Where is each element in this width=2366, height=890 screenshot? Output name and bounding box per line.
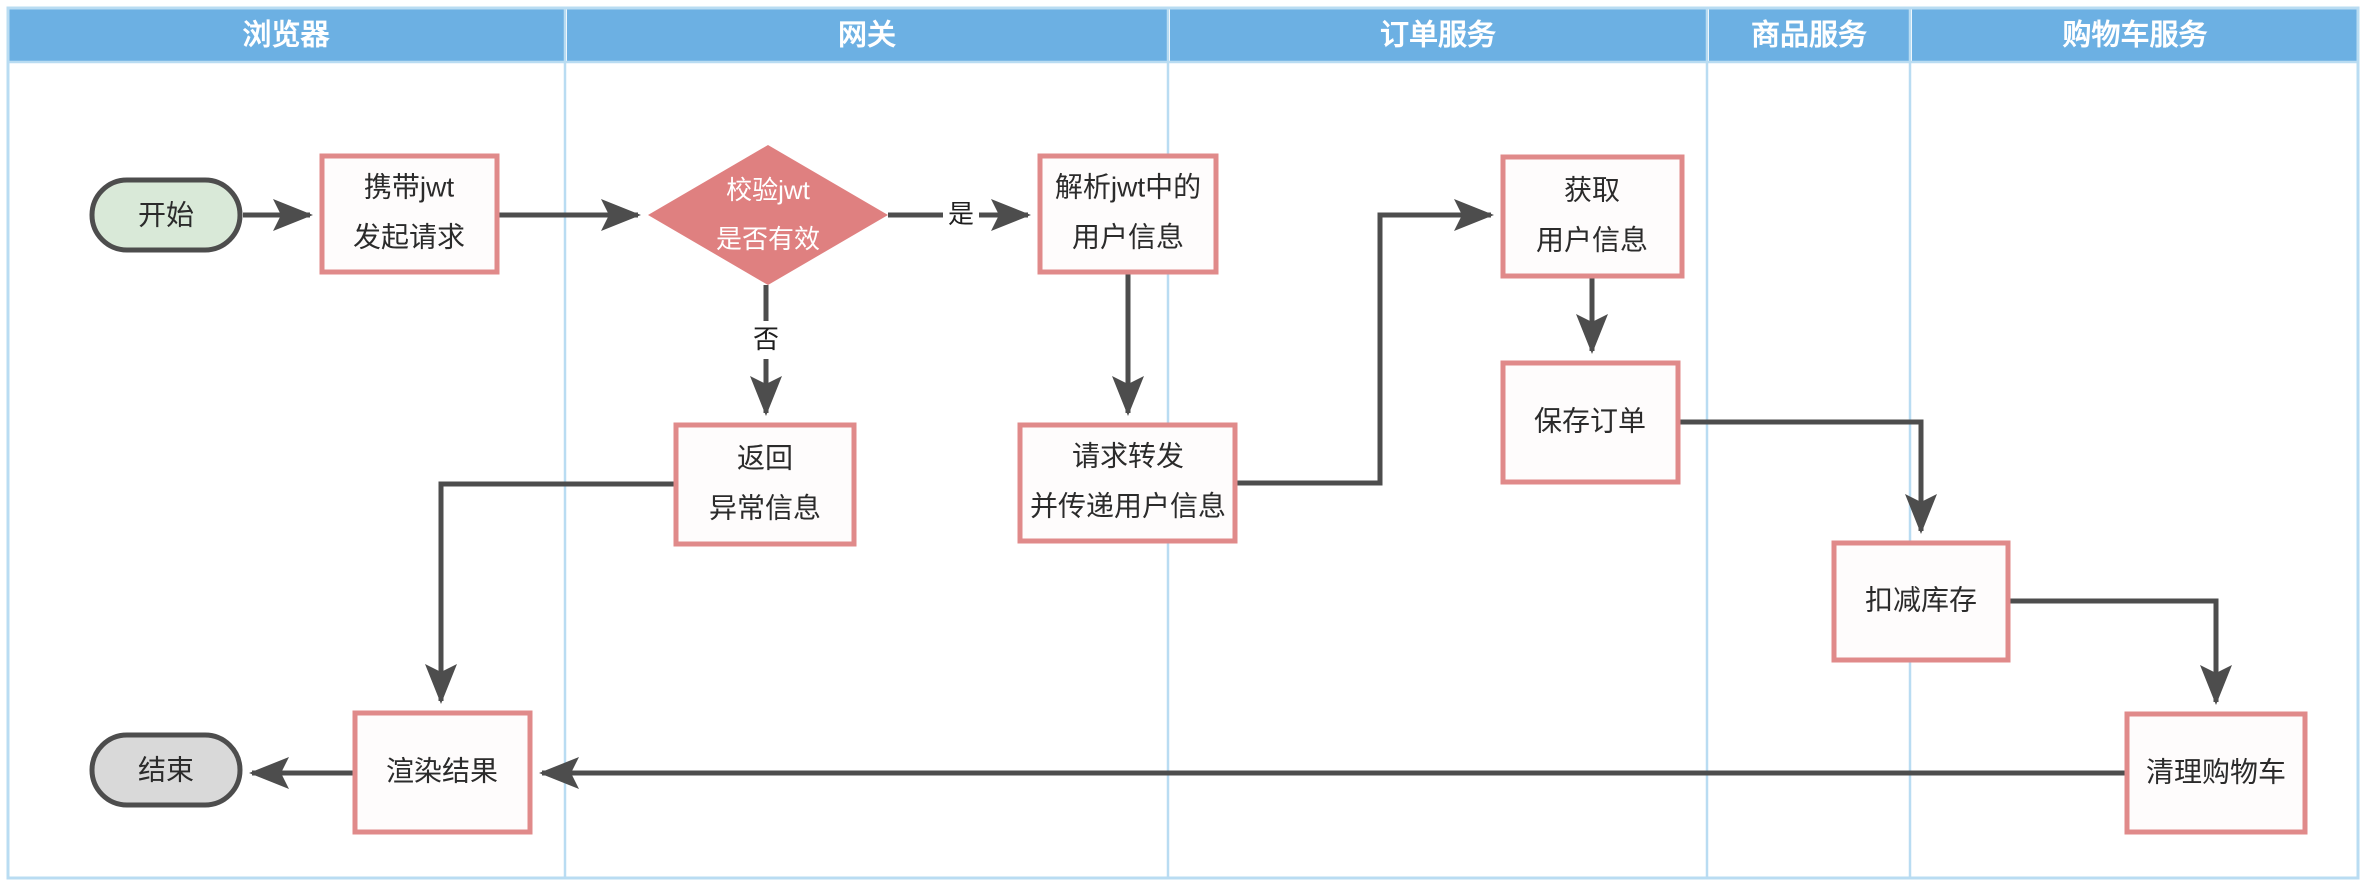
node-send-request[interactable]: 携带jwt 发起请求 (319, 153, 500, 275)
edge-forward-request-to-get-user-info (1235, 198, 1494, 486)
end-terminator-label: 结束 (138, 754, 194, 785)
render-result-box[interactable] (352, 710, 533, 835)
edge-save-order-to-deduct-stock (1678, 419, 1938, 534)
node-save-order[interactable]: 保存订单 (1500, 360, 1681, 485)
node-end[interactable]: 结束 (89, 732, 243, 808)
lane-header-bg-product (1709, 8, 1910, 62)
parse-jwt-box[interactable] (1037, 153, 1219, 275)
verify-jwt-diamond[interactable] (648, 145, 888, 285)
edge-return-error-to-render-result (425, 481, 676, 704)
lane-header-label-product: 商品服务 (1751, 19, 1867, 52)
edge-label-no-bg (748, 321, 784, 359)
return-error-box[interactable] (673, 422, 857, 547)
start-terminator-shape[interactable] (89, 177, 243, 253)
get-user-info-line-1: 获取 (1564, 174, 1620, 205)
lane-header-bg-gateway (567, 8, 1168, 62)
save-order-label: 保存订单 (1534, 405, 1646, 436)
lane-header-bg-order (1170, 8, 1707, 62)
return-error-line-1: 返回 (737, 442, 793, 473)
parse-jwt-line-1: 解析jwt中的 (1055, 171, 1201, 202)
lane-dividers (6, 6, 2360, 880)
node-parse-jwt[interactable]: 解析jwt中的 用户信息 (1037, 153, 1219, 275)
start-terminator-label: 开始 (138, 199, 194, 230)
end-terminator-shape[interactable] (89, 732, 243, 808)
lane-headers: 浏览器 网关 订单服务 商品服务 购物车服务 (8, 8, 2358, 62)
node-forward-request[interactable]: 请求转发 并传递用户信息 (1017, 422, 1238, 544)
edge-labels: 是 否 (748, 196, 979, 359)
node-render-result[interactable]: 渲染结果 (352, 710, 533, 835)
node-verify-jwt[interactable]: 校验jwt 是否有效 (648, 145, 888, 285)
deduct-stock-label: 扣减库存 (1865, 584, 1977, 615)
send-request-line-1: 携带jwt (364, 171, 454, 202)
node-return-error[interactable]: 返回 异常信息 (673, 422, 857, 547)
send-request-line-2: 发起请求 (353, 221, 465, 252)
get-user-info-line-2: 用户信息 (1536, 224, 1648, 255)
flow-edges (243, 198, 2233, 790)
verify-jwt-line-1: 校验jwt (726, 175, 811, 205)
lane-header-label-browser: 浏览器 (242, 19, 330, 52)
send-request-box[interactable] (319, 153, 500, 275)
node-deduct-stock[interactable]: 扣减库存 (1831, 540, 2011, 663)
lane-header-label-order: 订单服务 (1380, 19, 1496, 52)
edge-label-no: 否 (753, 324, 779, 354)
deduct-stock-box[interactable] (1831, 540, 2011, 663)
forward-request-box[interactable] (1017, 422, 1238, 544)
lane-header-bg-browser (8, 8, 565, 62)
forward-request-line-2: 并传递用户信息 (1030, 490, 1226, 521)
diagram-outer-frame (6, 6, 2360, 880)
lane-header-bg-cart (1912, 8, 2358, 62)
edge-deduct-stock-to-clear-cart (2008, 598, 2233, 705)
clear-cart-label: 清理购物车 (2146, 756, 2286, 787)
save-order-box[interactable] (1500, 360, 1681, 485)
return-error-line-2: 异常信息 (709, 492, 821, 523)
node-start[interactable]: 开始 (89, 177, 243, 253)
forward-request-line-1: 请求转发 (1072, 440, 1184, 471)
lane-header-label-gateway: 网关 (838, 19, 896, 52)
get-user-info-box[interactable] (1500, 154, 1685, 279)
node-get-user-info[interactable]: 获取 用户信息 (1500, 154, 1685, 279)
edge-label-yes-bg (943, 196, 979, 234)
verify-jwt-line-2: 是否有效 (716, 224, 820, 254)
render-result-label: 渲染结果 (386, 755, 498, 786)
parse-jwt-line-2: 用户信息 (1072, 221, 1184, 252)
node-clear-cart[interactable]: 清理购物车 (2124, 711, 2308, 835)
edge-label-yes: 是 (948, 199, 974, 229)
clear-cart-box[interactable] (2124, 711, 2308, 835)
lane-header-label-cart: 购物车服务 (2062, 18, 2207, 52)
